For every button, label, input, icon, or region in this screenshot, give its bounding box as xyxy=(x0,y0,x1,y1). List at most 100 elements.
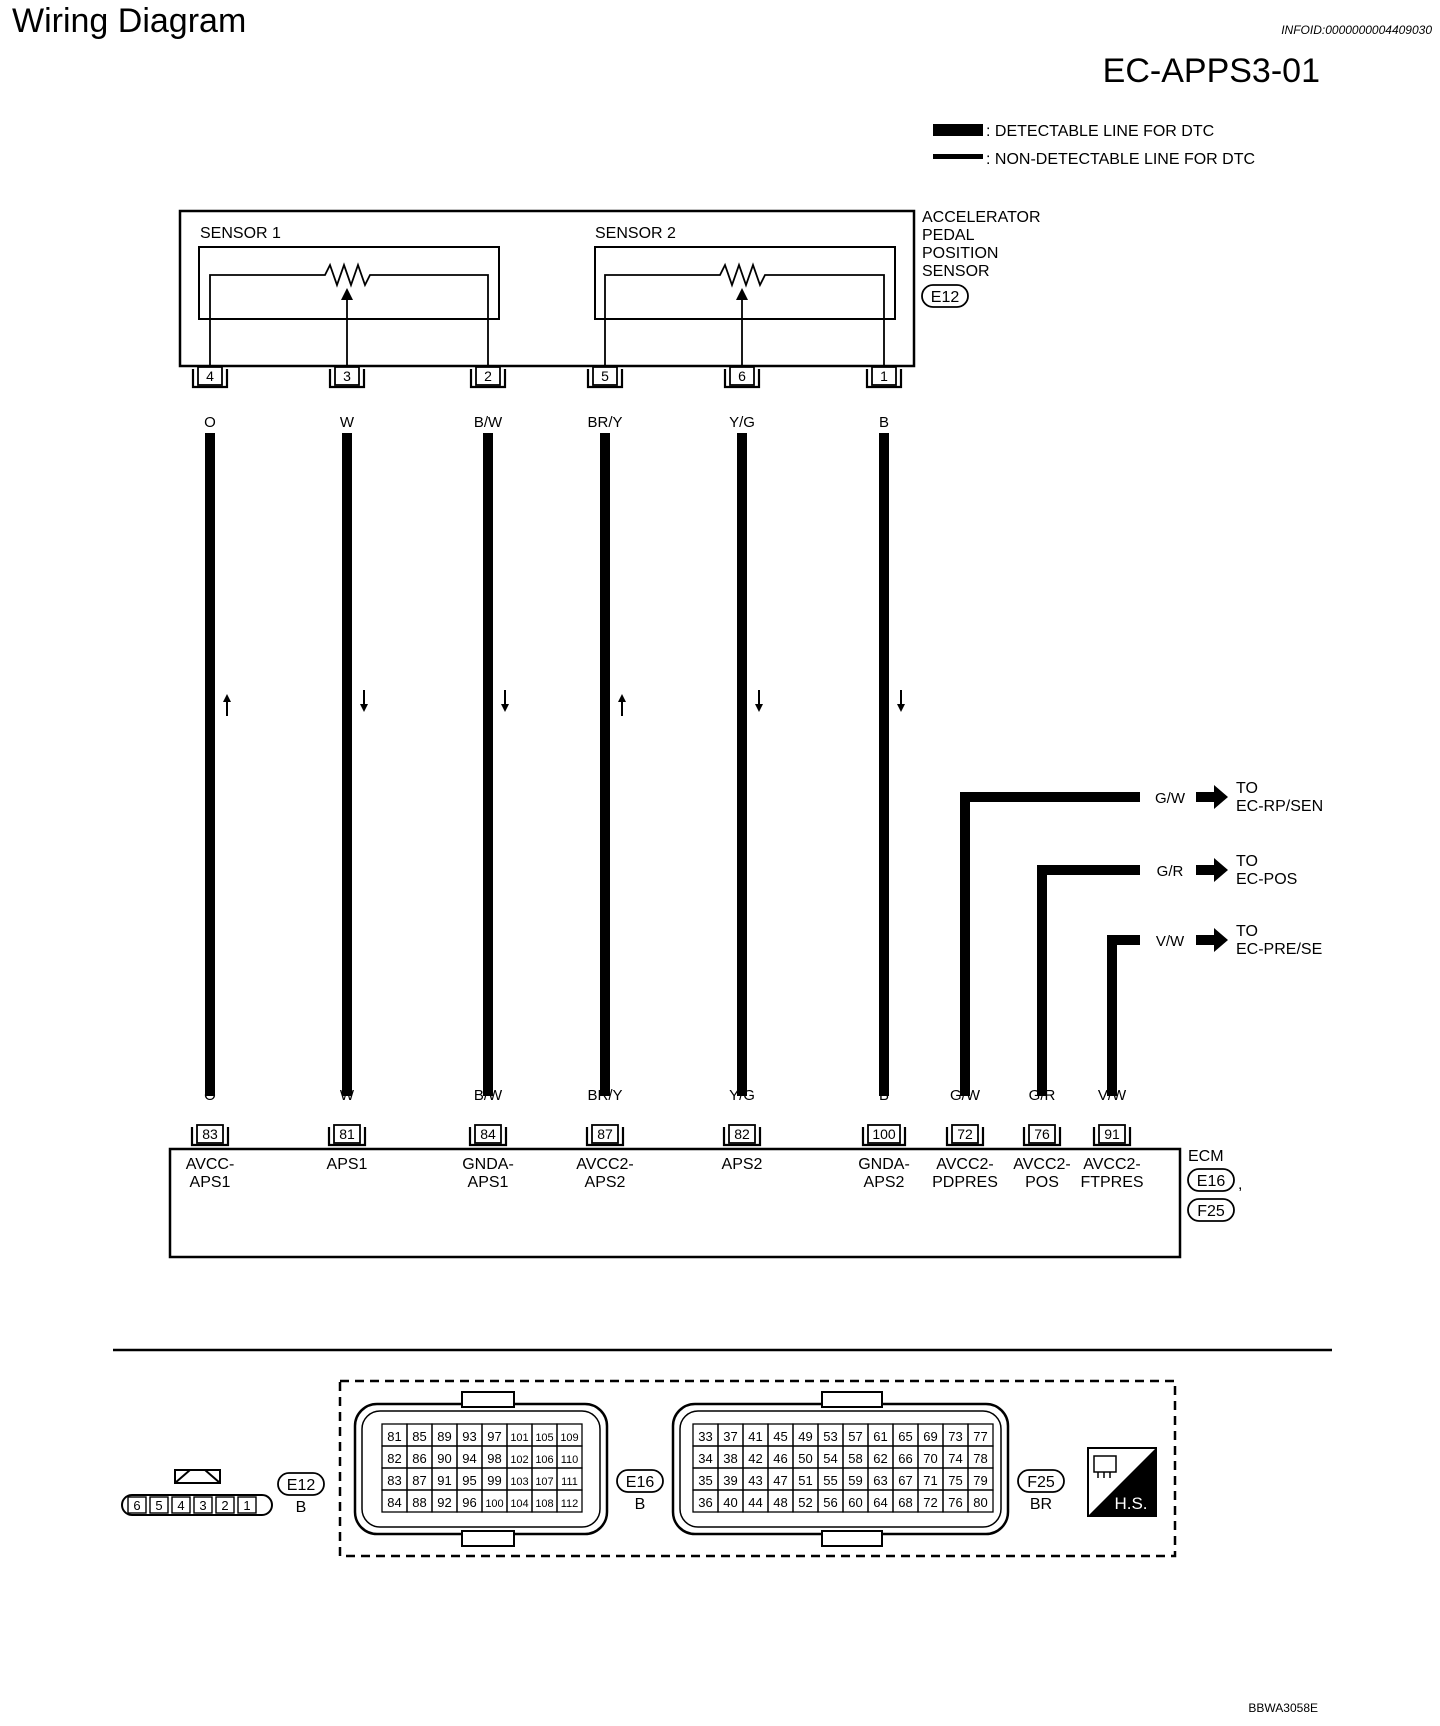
f25-pin-number: 42 xyxy=(748,1451,762,1466)
ecm-side-wire-color: B xyxy=(879,1087,889,1104)
f25-pin-number: 51 xyxy=(798,1473,812,1488)
branch-label-bg xyxy=(1144,781,1184,811)
branch-destination: EC-PRE/SE xyxy=(1236,941,1322,958)
ecm-connector2-badge xyxy=(1187,1198,1235,1222)
e12-pin-cell xyxy=(127,1496,147,1514)
branch-destination-to: TO xyxy=(1236,853,1258,870)
sensor-pin-4-bracket xyxy=(191,369,229,389)
ecm-pin-82: 82 xyxy=(722,1124,762,1147)
f25-pin-number: 54 xyxy=(823,1451,837,1466)
e12-latch-outline xyxy=(174,1469,221,1484)
e16-pin-number: 89 xyxy=(437,1429,451,1444)
e16-pin-number: 87 xyxy=(412,1473,426,1488)
e16-pin-number: 99 xyxy=(487,1473,501,1488)
wire-line xyxy=(600,433,610,1096)
ecm-side-wire-color: V/W xyxy=(1098,1087,1127,1104)
f25-pin-number: 61 xyxy=(873,1429,887,1444)
sensor-side-wire-color: B/W xyxy=(474,414,503,431)
to-arrow-icon xyxy=(1196,858,1228,882)
e12-pin-cell xyxy=(193,1496,213,1514)
e12-color: B xyxy=(296,1499,307,1516)
e16-pin-number: 108 xyxy=(535,1498,553,1510)
f25-pin-number: 33 xyxy=(698,1429,712,1444)
branch-destination: EC-RP/SEN xyxy=(1236,798,1323,815)
e12-pin-number: 4 xyxy=(177,1498,184,1513)
signal-arrow-down-icon xyxy=(501,704,509,712)
wire-line xyxy=(205,433,215,1096)
signal-arrow-down-icon xyxy=(755,704,763,712)
signal-arrow-down-icon xyxy=(897,704,905,712)
f25-pin-number: 44 xyxy=(748,1495,762,1510)
sensor-name-line-2: PEDAL xyxy=(922,227,975,244)
branch-line xyxy=(1107,935,1140,1096)
f25-pin-number: 59 xyxy=(848,1473,862,1488)
ecm-pin-72-bracket xyxy=(945,1127,985,1147)
e16-pin-number: 98 xyxy=(487,1451,501,1466)
e12-pin-cell xyxy=(149,1496,169,1514)
sensor-connector-badge xyxy=(921,284,969,308)
f25-pin-number: 53 xyxy=(823,1429,837,1444)
sensor-side-wire-color: O xyxy=(204,414,216,431)
sensor-pin-1-number: 1 xyxy=(880,368,888,384)
ecm-terminal-label: APS1 xyxy=(468,1174,509,1191)
ecm-connector-frame xyxy=(338,1379,1177,1558)
ecm-terminal-label: AVCC2- xyxy=(936,1156,994,1173)
ecm: ECM E16 , F25 xyxy=(168,1147,1242,1259)
branch-layer: G/WTOEC-RP/SENG/W72AVCC2-PDPRESG/RTOEC-P… xyxy=(932,780,1323,1191)
sensor-pin-3-number: 3 xyxy=(343,368,351,384)
ecm-terminal-label: APS1 xyxy=(190,1174,231,1191)
sensor1-wiper-arrow xyxy=(341,288,353,300)
ecm-side-wire-color: G/W xyxy=(950,1087,981,1104)
e12-id: E12 xyxy=(287,1477,316,1494)
ecm-connector2-id: F25 xyxy=(1197,1203,1225,1220)
f25-pin-number: 66 xyxy=(898,1451,912,1466)
hs-triangle xyxy=(1088,1448,1156,1516)
sensor1-resistor xyxy=(209,262,489,370)
ecm-terminal-label: GNDA- xyxy=(858,1156,910,1173)
ecm-pin-91-bracket xyxy=(1092,1127,1132,1147)
f25-inner-shell xyxy=(679,1410,1002,1528)
e16-pin-number: 85 xyxy=(412,1429,426,1444)
e16-pin-number: 81 xyxy=(387,1429,401,1444)
ecm-pin-87-box xyxy=(591,1124,619,1144)
e16-pin-number: 96 xyxy=(462,1495,476,1510)
legend-thick-line xyxy=(933,124,983,136)
diagram-code: EC-APPS3-01 xyxy=(1103,52,1320,90)
e12-shell xyxy=(121,1494,273,1516)
ecm-pin-84-number: 84 xyxy=(480,1126,496,1142)
f25-pin-number: 40 xyxy=(723,1495,737,1510)
e16-pin-number: 110 xyxy=(561,1454,579,1466)
f25-pin-number: 36 xyxy=(698,1495,712,1510)
ecm-pin-72-number: 72 xyxy=(957,1126,973,1142)
sensor-pin-2-box xyxy=(475,366,501,386)
f25-pin-number: 70 xyxy=(923,1451,937,1466)
f25-pin-number: 71 xyxy=(923,1473,937,1488)
f25-pin-number: 47 xyxy=(773,1473,787,1488)
ecm-side-wire-color: BR/Y xyxy=(587,1087,622,1104)
e16-pin-number: 109 xyxy=(560,1432,578,1444)
ecm-pin-72: 72 xyxy=(945,1124,985,1147)
f25-top-latch xyxy=(821,1391,883,1408)
f25-pin-number: 45 xyxy=(773,1429,787,1444)
ecm-terminal-label: APS2 xyxy=(585,1174,626,1191)
e12-pin-number: 2 xyxy=(221,1498,228,1513)
e16-pin-number: 84 xyxy=(387,1495,401,1510)
ecm-terminal-label: POS xyxy=(1025,1174,1059,1191)
e16-pin-number: 104 xyxy=(510,1498,528,1510)
e16-pin-number: 112 xyxy=(561,1498,579,1510)
f25-pin-number: 35 xyxy=(698,1473,712,1488)
f25-pin-number: 73 xyxy=(948,1429,962,1444)
sensor-name-line-4: SENSOR xyxy=(922,263,990,280)
e16-bottom-latch xyxy=(461,1530,515,1547)
e16-id: E16 xyxy=(626,1474,655,1491)
sensor2-box xyxy=(594,246,896,320)
ecm-side-wire-color: Y/G xyxy=(729,1087,755,1104)
